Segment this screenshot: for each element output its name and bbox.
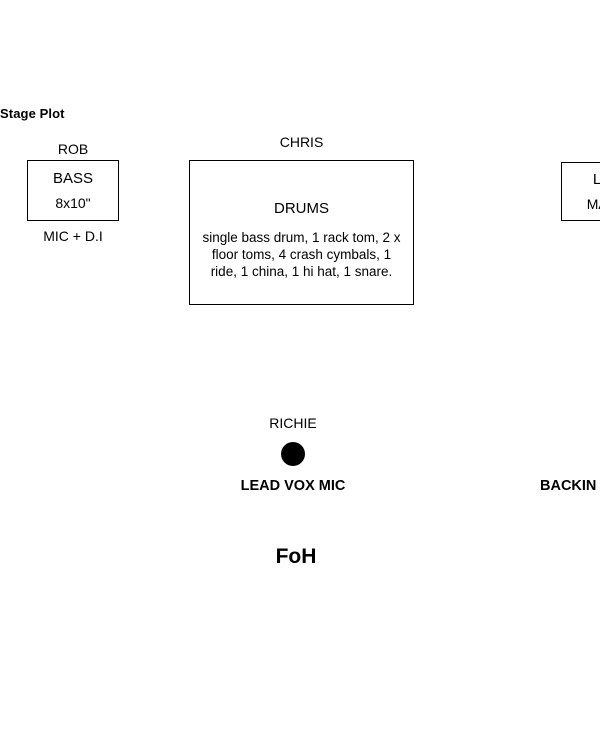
mic-caption-lead-vox: LEAD VOX MIC [240, 478, 346, 494]
equipment-box-bass[interactable]: BASS 8x10" [27, 160, 119, 221]
page-title: Stage Plot [0, 106, 65, 121]
equipment-name-drums: DRUMS [274, 199, 329, 217]
performer-label-chris: CHRIS [279, 134, 324, 150]
performer-label-richie: RICHIE [269, 415, 317, 431]
equipment-caption-bass: MIC + D.I [43, 228, 103, 244]
equipment-box-drums[interactable]: DRUMS single bass drum, 1 rack tom, 2 x … [189, 160, 414, 305]
equipment-spec-lead-guitar: MARS [586, 196, 600, 212]
mic-caption-backing-vox: BACKIN [540, 478, 597, 494]
mic-dot-icon[interactable] [281, 442, 305, 466]
front-of-house-marker: FoH [275, 545, 317, 568]
equipment-detail-drums: single bass drum, 1 rack tom, 2 x floor … [202, 229, 401, 279]
equipment-box-lead-guitar[interactable]: LEA MARS [561, 162, 600, 221]
equipment-spec-bass: 8x10" [55, 195, 91, 211]
performer-label-rob: ROB [57, 141, 89, 157]
equipment-name-lead-guitar: LEA [592, 171, 600, 188]
equipment-name-bass: BASS [52, 170, 94, 187]
